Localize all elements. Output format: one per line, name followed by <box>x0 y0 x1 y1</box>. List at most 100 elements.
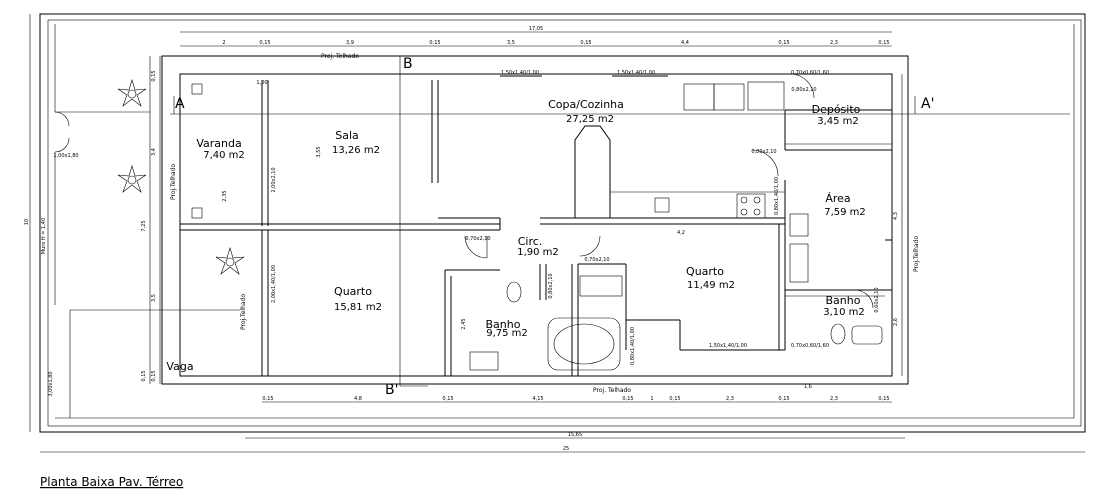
dim-1-6: 1,6 <box>804 384 812 390</box>
dim-4-2: 4,2 <box>677 230 685 236</box>
bottom-dim-2: 0,15 <box>442 396 453 402</box>
circ-door-label: 0,70x2,10 <box>465 236 490 242</box>
banho1-window-label: 0,80x1,40/1,00 <box>630 327 636 365</box>
room-quarto2-name: Quarto <box>686 265 724 278</box>
top-dim-2: 3,9 <box>346 40 354 46</box>
entrance-gate <box>54 111 70 168</box>
section-b-top: B <box>403 56 413 72</box>
section-a-prime: A' <box>921 96 934 112</box>
top-dim-0: 2 <box>222 40 225 46</box>
window-labels: 1,50x1,40/1,00 1,50x1,40/1,00 0,70x0,60/… <box>48 70 899 397</box>
total-bottom-dim-1: 15,65 <box>568 432 582 438</box>
proj-telhado-left2: Proj.Telhado <box>240 294 247 330</box>
dim-1-00: 1,00 <box>256 80 267 86</box>
dim-2-45: 2,45 <box>461 318 467 329</box>
banho2-window-label: 0,70x0,60/1,60 <box>791 343 829 349</box>
bottom-dim-8: 0,15 <box>778 396 789 402</box>
copa-window-1-label: 1,50x1,40/1,00 <box>501 70 539 76</box>
quarto2-door-label: 0,70x2,10 <box>584 257 609 263</box>
bottom-dim-4: 0,15 <box>622 396 633 402</box>
room-sala-name: Sala <box>335 129 359 142</box>
room-quarto1-area: 15,81 m2 <box>334 302 382 313</box>
proj-telhado-bottom: Proj. Telhado <box>593 387 631 394</box>
dim-2-35: 2,35 <box>222 190 228 201</box>
area-window-label: 0,80x1,40/1,00 <box>774 177 780 215</box>
top-dim-8: 2,3 <box>830 40 838 46</box>
section-a: A <box>175 96 185 112</box>
area-door-label: 0,80x2,10 <box>751 149 776 155</box>
dimension-lines <box>29 14 1085 453</box>
room-banho1-name: Banho <box>486 318 521 331</box>
bottom-dim-5: 1 <box>650 396 653 402</box>
left-small-dim-1: 0,15 <box>151 370 157 381</box>
room-labels: Varanda 7,40 m2 Sala 13,26 m2 Copa/Cozin… <box>166 98 865 373</box>
top-dim-3: 0,15 <box>429 40 440 46</box>
lot-boundary <box>39 13 1086 433</box>
proj-telhado-top: Proj. Telhado <box>321 53 359 60</box>
room-copa-area: 27,25 m2 <box>566 114 614 125</box>
top-dim-7: 0,15 <box>778 40 789 46</box>
left-dim-7-25: 7,25 <box>141 220 147 231</box>
section-lines <box>170 55 1070 387</box>
quarto1-window-label: 2,00x1,40/1,00 <box>271 265 277 303</box>
section-markers: A A' B B' <box>175 56 934 398</box>
room-varanda-name: Varanda <box>196 137 241 150</box>
bottom-dim-10: 0,15 <box>878 396 889 402</box>
left-dim-3-5: 3,5 <box>151 294 157 302</box>
copa-window-2-label: 1,50x1,40/1,00 <box>617 70 655 76</box>
muro-label: Muro H = 1,40 <box>41 218 47 254</box>
top-dim-5: 0,15 <box>580 40 591 46</box>
room-quarto2-area: 11,49 m2 <box>687 280 735 291</box>
deposito-door-label: 0,80x2,10 <box>791 87 816 93</box>
proj-telhado-right: Proj.Telhado <box>913 236 920 272</box>
deposito-window-label: 0,70x0,60/1,60 <box>791 70 829 76</box>
drawing-title: Planta Baixa Pav. Térreo <box>40 475 183 489</box>
vaga-gate-label: 3,00x1,80 <box>48 371 54 396</box>
left-small-dim-0: 0,15 <box>151 70 157 81</box>
room-deposito-area: 3,45 m2 <box>817 116 859 127</box>
total-bottom-dim-2: 25 <box>563 446 569 452</box>
left-dim-10: 10 <box>24 219 30 225</box>
room-banho2-area: 3,10 m2 <box>823 307 865 318</box>
dim-2-6: 2,6 <box>893 318 899 326</box>
roof-projection-labels: Proj. Telhado Proj. Telhado Proj.Telhado… <box>170 53 920 394</box>
banho2-door-label: 0,60x2,10 <box>874 287 880 312</box>
room-deposito-name: Depósito <box>812 103 861 116</box>
banho1-door-label: 0,80x2,10 <box>548 273 554 298</box>
dim-3-55: 3,55 <box>316 146 322 157</box>
room-circ-name: Circ. <box>518 235 543 248</box>
bottom-dim-7: 2,3 <box>726 396 734 402</box>
top-dim-1: 0,15 <box>259 40 270 46</box>
room-copa-name: Copa/Cozinha <box>548 98 624 111</box>
room-circ-area: 1,90 m2 <box>517 247 559 258</box>
bottom-dim-9: 2,3 <box>830 396 838 402</box>
top-dim-6: 4,4 <box>681 40 689 46</box>
fixtures <box>191 81 883 371</box>
interior-walls <box>180 80 893 376</box>
dim-4-3: 4,3 <box>893 212 899 220</box>
bottom-dim-6: 0,15 <box>669 396 680 402</box>
room-sala-area: 13,26 m2 <box>332 145 380 156</box>
sala-window-label: 2,00x2,10 <box>271 167 277 192</box>
section-b-bottom: B' <box>385 382 398 398</box>
bottom-dim-3: 4,15 <box>532 396 543 402</box>
room-quarto1-name: Quarto <box>334 285 372 298</box>
dimension-texts: 17,05 2 0,15 3,9 0,15 3,5 0,15 4,4 0,15 … <box>24 26 890 452</box>
left-dim-3-4: 3,4 <box>151 148 157 156</box>
plant-icons <box>117 78 245 275</box>
proj-telhado-left: Proj.Telhado <box>170 164 177 200</box>
doors <box>464 73 874 309</box>
top-dim-9: 0,15 <box>878 40 889 46</box>
house-outer-walls <box>161 55 909 385</box>
room-banho2-name: Banho <box>826 294 861 307</box>
room-area-area: 7,59 m2 <box>824 207 866 218</box>
room-vaga-name: Vaga <box>166 360 193 373</box>
total-top-dim: 17,05 <box>529 26 543 32</box>
gate-label: 1,00x1,80 <box>53 153 78 159</box>
parking-outline <box>69 309 240 418</box>
left-small-dim-2: 0,15 <box>141 370 147 381</box>
bottom-dim-0: 0,15 <box>262 396 273 402</box>
quarto2-window-label: 1,50x1,40/1,00 <box>709 343 747 349</box>
room-varanda-area: 7,40 m2 <box>203 150 245 161</box>
